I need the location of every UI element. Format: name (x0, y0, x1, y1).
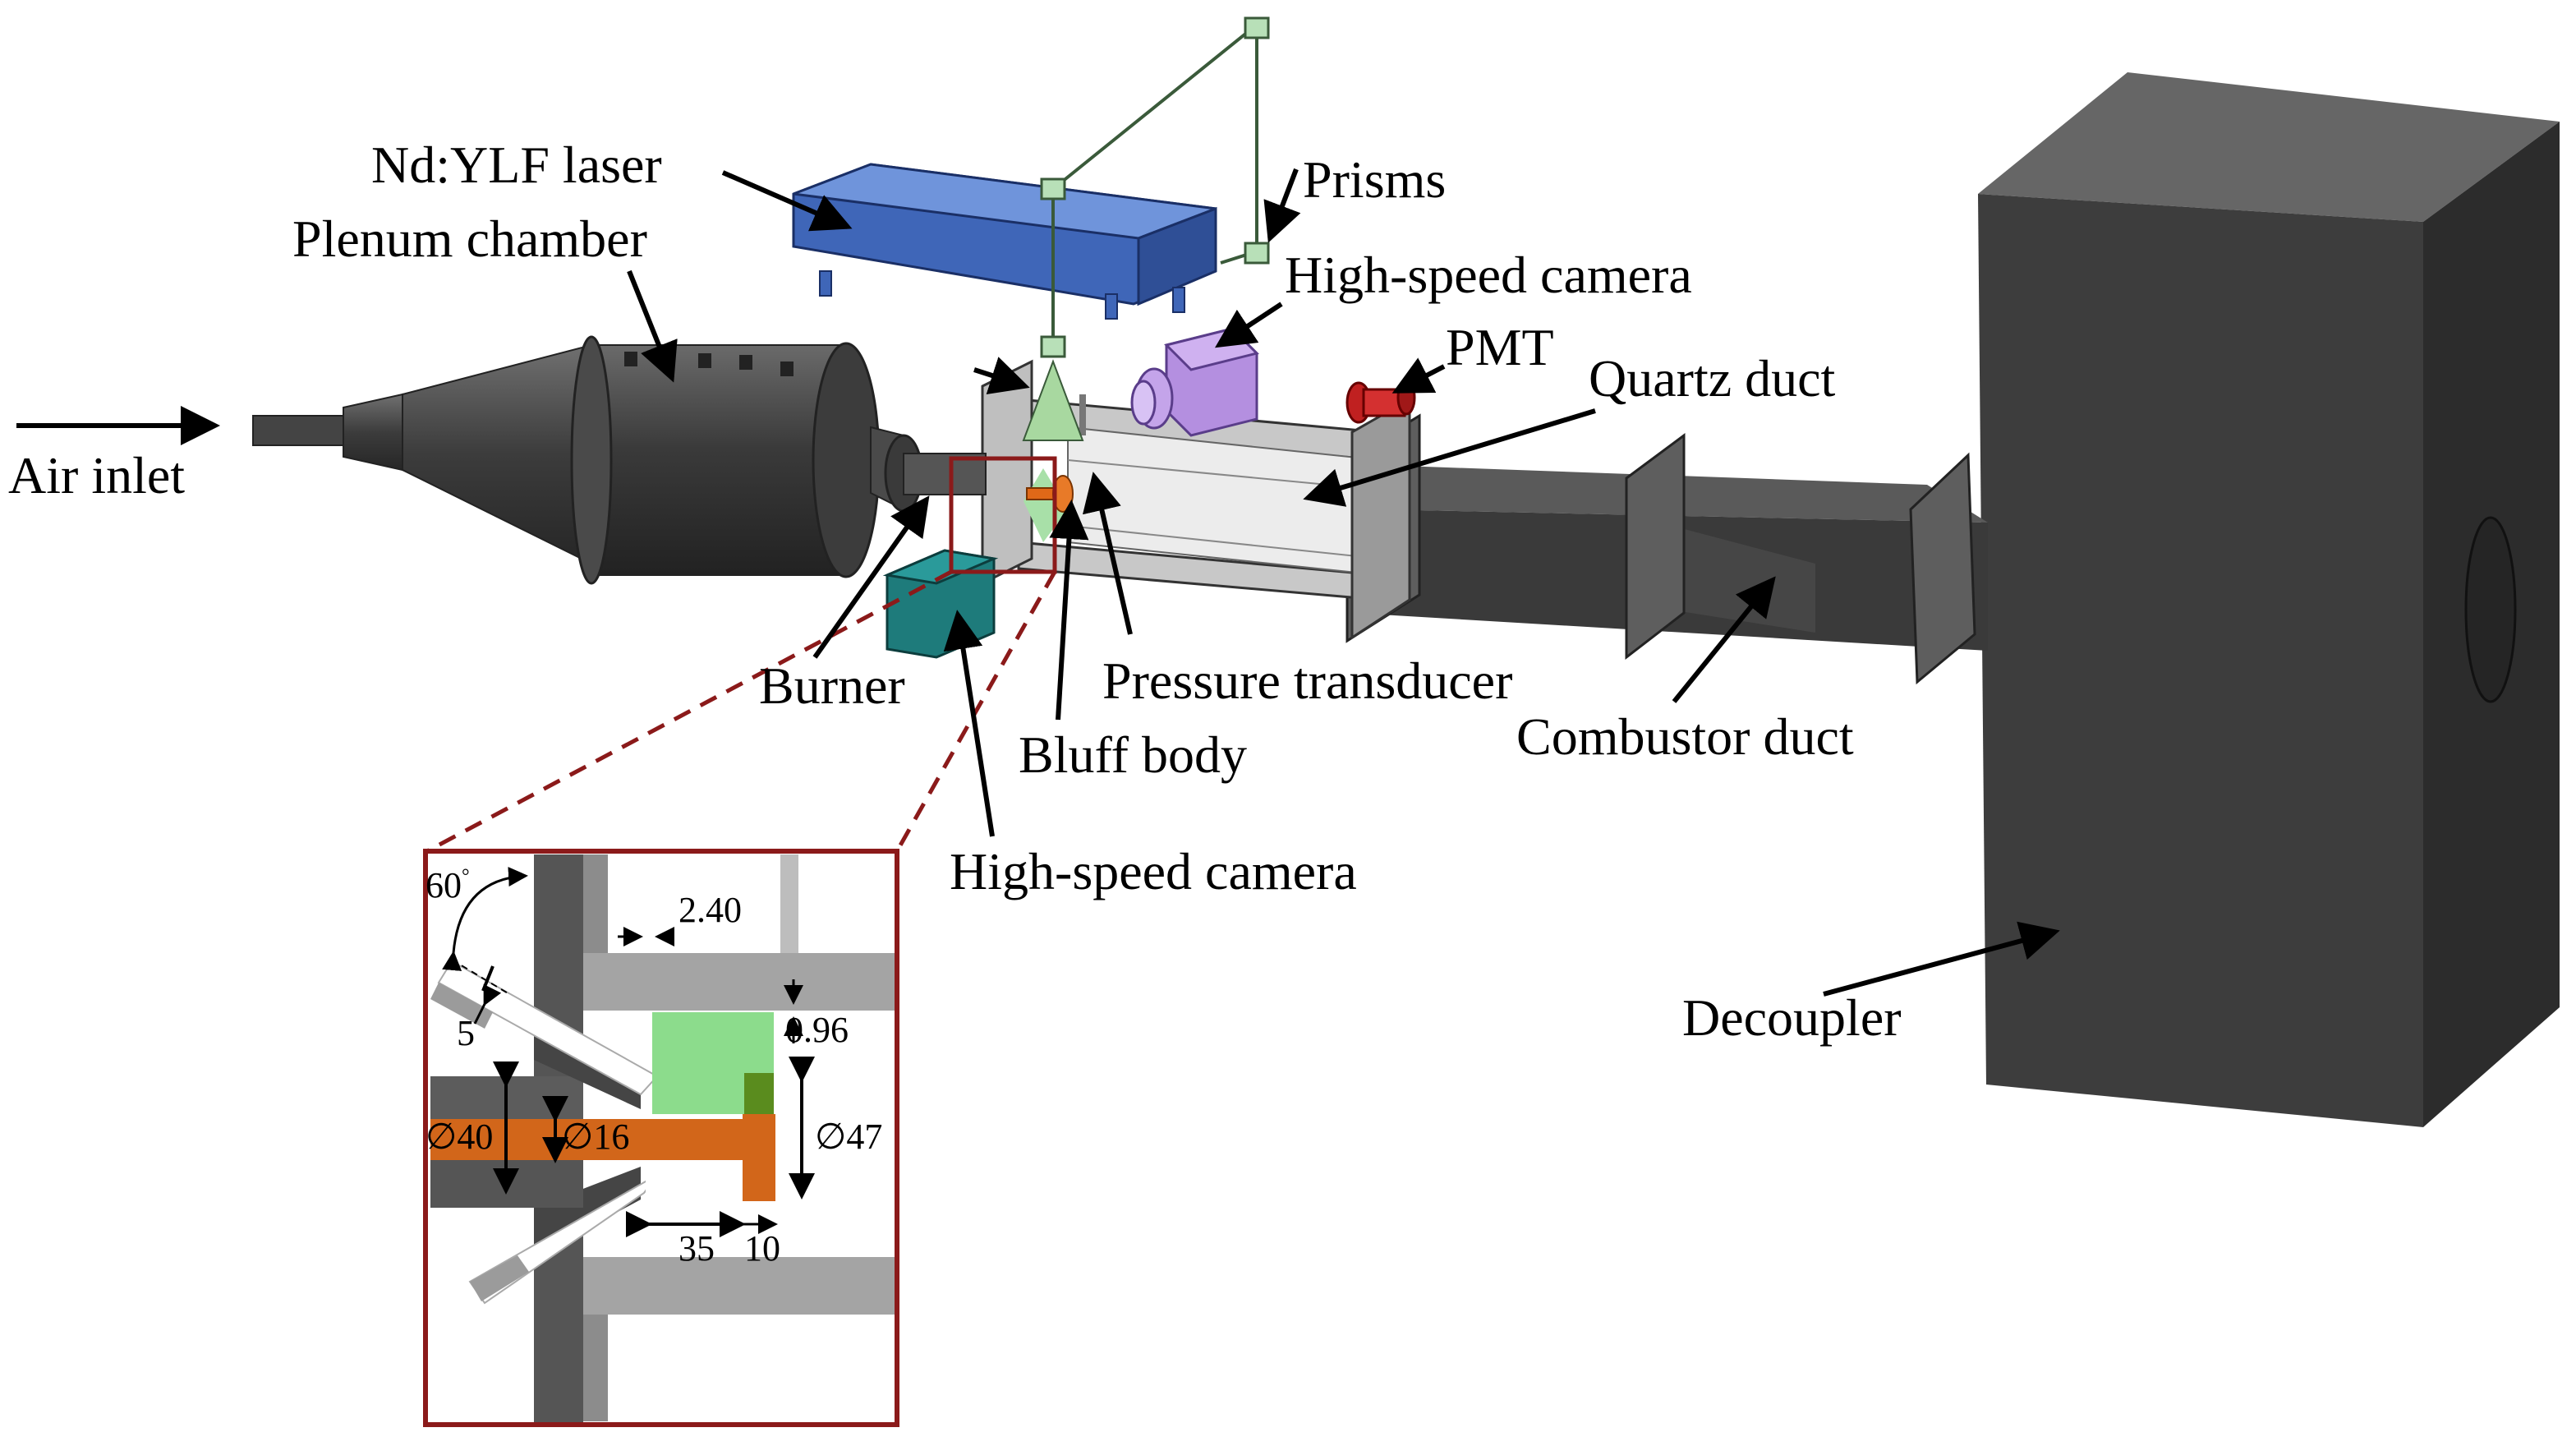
nd-ylf-laser (792, 163, 1217, 320)
dim-d40: ∅40 (426, 1117, 493, 1157)
label-pmt: PMT (1446, 318, 1554, 376)
label-decoupler: Decoupler (1682, 988, 1902, 1047)
label-pressure-transducer: Pressure transducer (1102, 652, 1512, 710)
dim-0-96: 0.96 (785, 1010, 849, 1050)
dim-d16: ∅16 (562, 1117, 629, 1157)
label-nd-ylf-laser: Nd:YLF laser (371, 136, 662, 194)
dim-35: 35 (678, 1228, 715, 1269)
air-inlet-pipe (252, 393, 403, 472)
pressure-transducer (1079, 394, 1086, 435)
label-combustor-duct: Combustor duct (1516, 707, 1854, 766)
label-high-speed-camera-top: High-speed camera (1285, 246, 1692, 304)
laser-sheet (1022, 359, 1084, 441)
leader-arrows (16, 168, 2060, 997)
beam-path (1051, 21, 1258, 345)
detail-inset (423, 849, 899, 1427)
plenum-cone (402, 343, 592, 565)
dim-10: 10 (744, 1228, 780, 1269)
quartz-duct (981, 359, 1411, 640)
high-speed-camera-bottom (882, 549, 999, 659)
dim-2-40: 2.40 (678, 890, 742, 930)
dim-d47: ∅47 (815, 1117, 882, 1157)
prisms (1040, 16, 1270, 358)
plenum-chamber (570, 335, 881, 585)
label-quartz-duct: Quartz duct (1589, 349, 1836, 408)
label-plenum-chamber: Plenum chamber (292, 210, 647, 268)
dim-angle: 60° (426, 865, 470, 905)
dim-5: 5 (457, 1013, 475, 1053)
high-speed-camera-top (1130, 327, 1259, 437)
label-prisms: Prisms (1303, 150, 1446, 209)
decoupler-box (1978, 72, 2560, 1127)
label-bluff-body: Bluff body (1019, 725, 1247, 784)
label-burner: Burner (759, 656, 905, 715)
label-high-speed-camera-bottom: High-speed camera (950, 842, 1357, 900)
label-air-inlet: Air inlet (8, 446, 185, 504)
burner-tube (870, 426, 987, 513)
